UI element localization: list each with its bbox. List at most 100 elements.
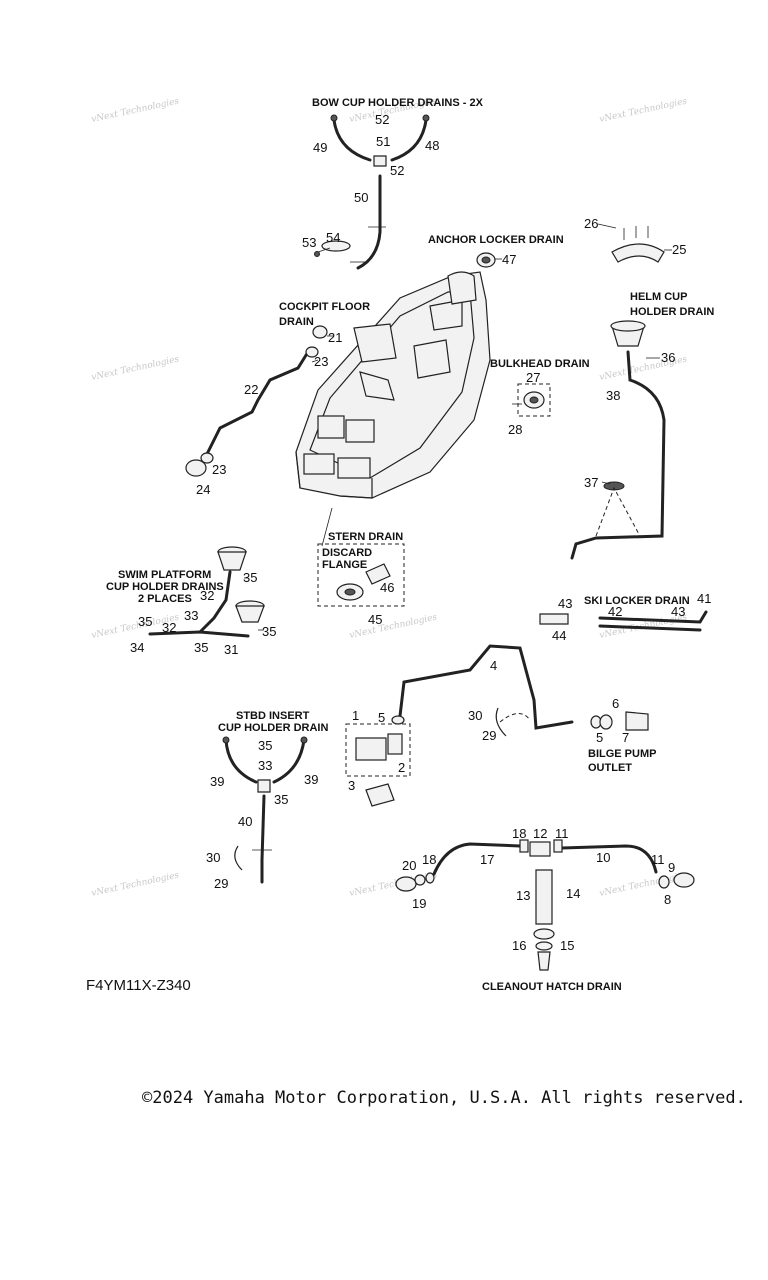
callout-3: 3 [348,778,355,793]
callout-35: 35 [274,792,288,807]
anchor-locker-drain-group: ANCHOR LOCKER DRAIN 47 [428,234,564,268]
callout-18: 18 [512,826,526,841]
callout-52: 52 [390,163,404,178]
callout-32: 32 [162,620,176,635]
callout-33: 33 [258,758,272,773]
callout-49: 49 [313,140,327,155]
callout-44: 44 [552,628,566,643]
ski-locker-drain-group: SKI LOCKER DRAIN 43 41 43 42 44 [539,591,711,643]
callout-54: 54 [326,230,340,245]
callout-20: 20 [402,858,416,873]
swim-title-1: SWIM PLATFORM [118,569,211,581]
ski-title: SKI LOCKER DRAIN [584,595,690,607]
callout-5: 5 [378,710,385,725]
watermark: vNext Technologies [91,354,181,382]
callout-38: 38 [606,388,620,403]
stern-drain-group: STERN DRAIN DISCARD FLANGE 46 45 [317,507,405,627]
callout-53: 53 [302,235,316,250]
callout-46: 46 [380,580,394,595]
bow-cup-title: BOW CUP HOLDER DRAINS - 2X [312,97,484,109]
callout-31: 31 [224,642,238,657]
callout-15: 15 [560,938,574,953]
bilge-pump-group: 4 1 5 30 29 6 5 7 BILGE PUMP OUTLET 2 3 [345,644,656,807]
callout-52: 52 [375,112,389,127]
callout-10: 10 [596,850,610,865]
callout-35: 35 [243,570,257,585]
watermark: vNext Technologies [349,612,439,640]
callout-33: 33 [184,608,198,623]
callout-45: 45 [368,612,382,627]
bow-cup-holder-drains-group: BOW CUP HOLDER DRAINS - 2X 52 49 51 48 5… [302,97,484,270]
callout-47: 47 [502,252,516,267]
cockpit-title-2: DRAIN [279,316,314,328]
callout-8: 8 [664,892,671,907]
stbd-title-2: CUP HOLDER DRAIN [218,722,328,734]
cleanout-hatch-drain-group: 18 12 11 20 18 17 10 11 9 8 19 13 14 16 … [395,826,695,993]
callout-28: 28 [508,422,522,437]
callout-16: 16 [512,938,526,953]
bulkhead-drain-group: BULKHEAD DRAIN 27 28 [490,358,590,437]
swim-platform-drains-group: SWIM PLATFORM CUP HOLDER DRAINS 2 PLACES… [106,546,276,657]
callout-30: 30 [206,850,220,865]
callout-39: 39 [304,772,318,787]
callout-29: 29 [214,876,228,891]
callout-23: 23 [212,462,226,477]
callout-35: 35 [194,640,208,655]
callout-35: 35 [262,624,276,639]
callout-14: 14 [566,886,580,901]
callout-35: 35 [138,614,152,629]
callout-24: 24 [196,482,210,497]
watermark: vNext Technologies [599,96,689,124]
callout-6: 6 [612,696,619,711]
callout-39: 39 [210,774,224,789]
callout-51: 51 [376,134,390,149]
callout-26: 26 [584,216,598,231]
watermarks: vNext Technologies vNext Technologies vN… [91,96,689,898]
callout-48: 48 [425,138,439,153]
helm-cup-holder-drain-group: HELM CUP HOLDER DRAIN 36 38 37 [570,291,714,560]
callout-18: 18 [422,852,436,867]
callout-21: 21 [328,330,342,345]
callout-25: 25 [672,242,686,257]
swim-title-2: CUP HOLDER DRAINS [106,581,224,593]
callout-40: 40 [238,814,252,829]
bulkhead-title: BULKHEAD DRAIN [490,358,590,370]
callout-30: 30 [468,708,482,723]
callout-50: 50 [354,190,368,205]
callout-5: 5 [596,730,603,745]
stbd-title-1: STBD INSERT [236,710,310,722]
helm-title-2: HOLDER DRAIN [630,306,714,318]
callout-2: 2 [398,760,405,775]
stern-title: STERN DRAIN [328,531,403,543]
callout-7: 7 [622,730,629,745]
callout-42: 42 [608,604,622,619]
callout-11: 11 [651,852,665,867]
callout-27: 27 [526,370,540,385]
discard-title-1: DISCARD [322,547,372,559]
helm-title-1: HELM CUP [630,291,687,303]
watermark: vNext Technologies [349,870,439,898]
callout-13: 13 [516,888,530,903]
anchor-title: ANCHOR LOCKER DRAIN [428,234,564,246]
diagram-code: F4YM11X-Z340 [86,977,191,994]
discard-title-2: FLANGE [322,559,367,571]
callout-12: 12 [533,826,547,841]
cleanout-title: CLEANOUT HATCH DRAIN [482,981,622,993]
callout-11: 11 [555,826,569,841]
bilge-title-2: OUTLET [588,762,632,774]
callout-34: 34 [130,640,144,655]
callout-22: 22 [244,382,258,397]
callout-37: 37 [584,475,598,490]
callout-36: 36 [661,350,675,365]
callout-23: 23 [314,354,328,369]
bilge-title-1: BILGE PUMP [588,748,656,760]
swim-title-3: 2 PLACES [138,593,192,605]
watermark: vNext Technologies [91,870,181,898]
callout-35: 35 [258,738,272,753]
callout-29: 29 [482,728,496,743]
cockpit-floor-drain-group: COCKPIT FLOOR DRAIN 21 23 22 23 24 [185,301,370,497]
copyright-notice: ©2024 Yamaha Motor Corporation, U.S.A. A… [142,1088,746,1108]
watermark: vNext Technologies [91,96,181,124]
callout-4: 4 [490,658,497,673]
